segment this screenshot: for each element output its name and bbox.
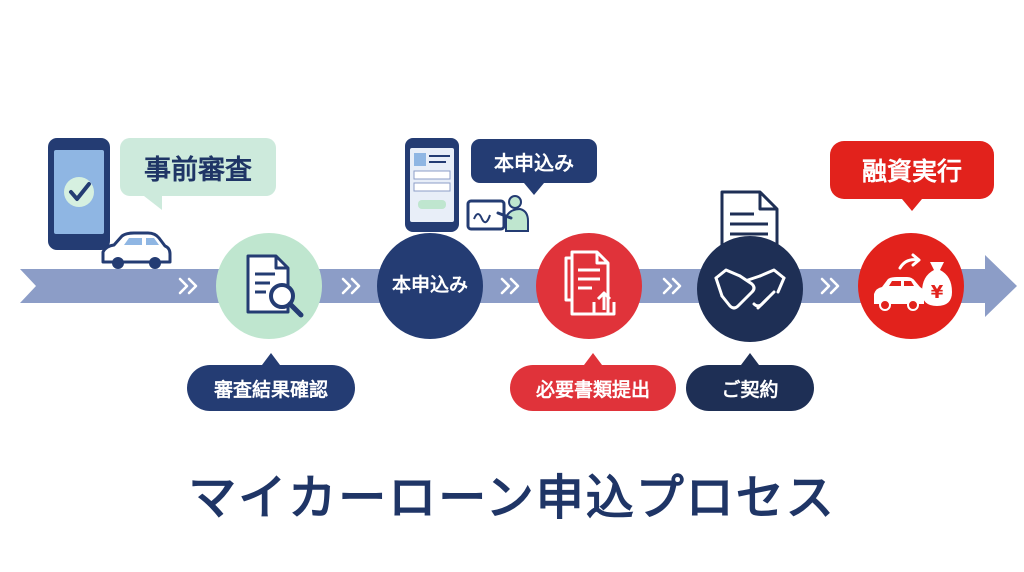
loan-execution-bubble: 融資実行 [830, 141, 994, 211]
yen-symbol: ¥ [931, 282, 944, 303]
contract-bubble: ご契約 [686, 353, 814, 411]
application-step-circle [377, 233, 483, 339]
phone-check-icon [48, 138, 110, 250]
chevron-icon [341, 277, 361, 295]
pre-screening-bubble: 事前審査 [120, 138, 276, 210]
submit-documents-bubble: 必要書類提出 [510, 353, 676, 411]
application-bubble: 本申込み [471, 139, 597, 195]
contract-step-circle [697, 236, 803, 342]
chevron-icon [178, 277, 198, 295]
car-money-icon [874, 253, 952, 311]
handshake-icon [714, 268, 786, 310]
chevron-icon [820, 277, 840, 295]
chevron-icon [662, 277, 682, 295]
signing-person-icon [466, 195, 529, 232]
application-step-label: 本申込み [391, 274, 468, 296]
phone-form-icon [405, 138, 459, 232]
document-upload-icon [564, 250, 616, 316]
page-title: マイカーローン申込プロセス [188, 470, 836, 526]
car-icon [101, 231, 172, 269]
review-result-bubble: 審査結果確認 [187, 353, 355, 411]
document-search-icon [246, 254, 304, 318]
chevron-icon [500, 277, 520, 295]
